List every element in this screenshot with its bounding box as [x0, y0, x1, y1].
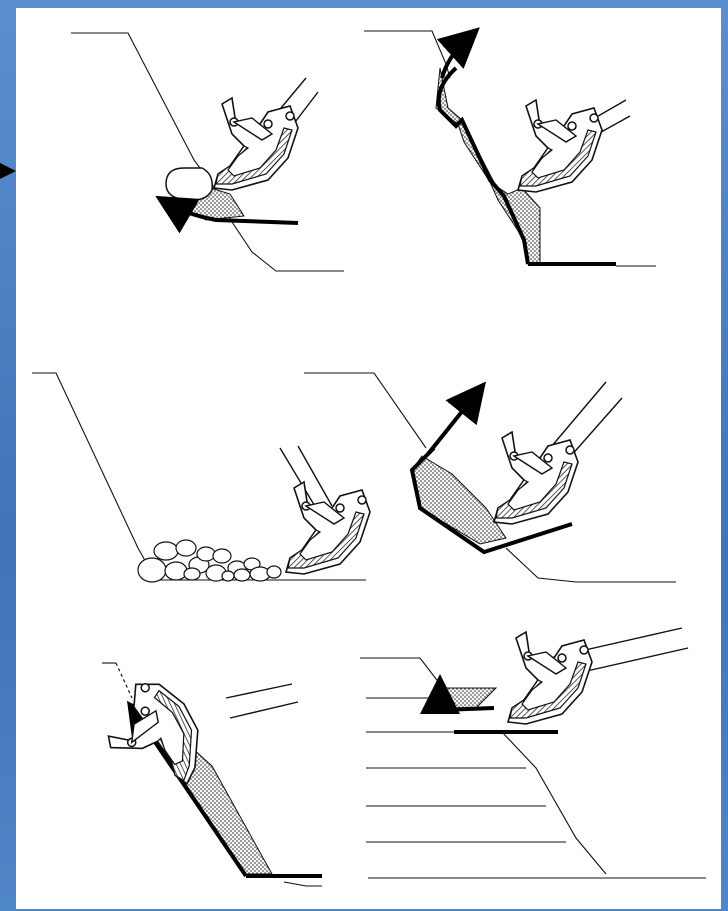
triangle-arrow-right-icon[interactable] — [0, 160, 16, 182]
illustration-canvas — [16, 8, 721, 909]
excavator-bucket-loose-rock-icon — [32, 373, 370, 582]
illustration-panel — [16, 8, 721, 909]
excavator-bucket-slope-lift-icon — [304, 373, 676, 582]
excavator-bucket-vertical-cut-icon — [364, 31, 656, 266]
excavator-bucket-bench-icon — [360, 628, 706, 878]
excavator-bucket-slope-trim-icon — [102, 663, 322, 886]
excavator-bucket-with-boulder-icon — [71, 33, 344, 271]
